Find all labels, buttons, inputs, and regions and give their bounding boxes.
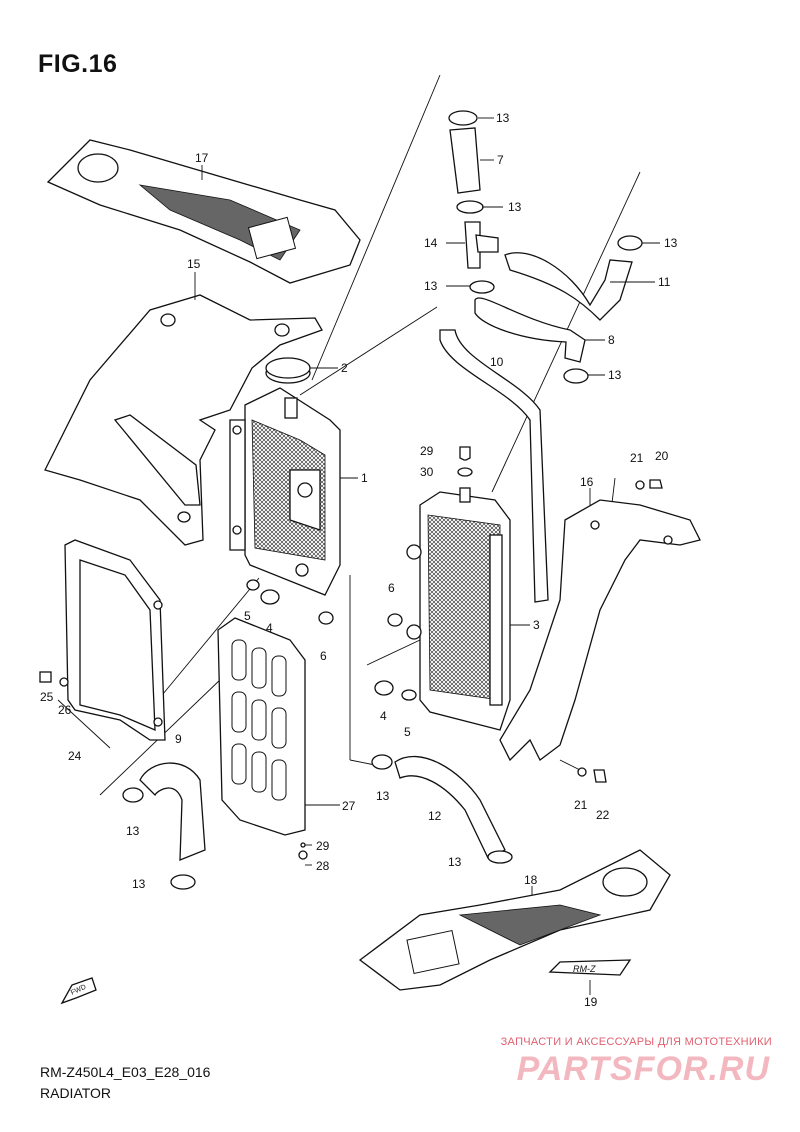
radiator-right — [406, 487, 511, 731]
callout-13: 13 — [126, 824, 140, 838]
hose-lower-right — [371, 754, 513, 864]
callout-2: 2 — [341, 361, 348, 375]
callout-11: 7 — [497, 153, 504, 167]
callout-23: 24 — [68, 749, 82, 763]
callout-29: 29 — [420, 444, 434, 458]
watermark-logo: PARTSFOR.RU — [516, 1050, 770, 1088]
callout-3: 3 — [533, 618, 540, 632]
radiator-guard — [217, 617, 308, 860]
callout-15: 15 — [187, 257, 201, 271]
fwd-arrow-icon: FWD — [60, 977, 97, 1005]
callout-30: 30 — [420, 465, 434, 479]
figure-title: FIG.16 — [38, 50, 118, 78]
callout-22: 22 — [596, 808, 610, 822]
inner-shroud-panel — [64, 539, 166, 741]
emblem-text: RM-Z — [573, 964, 596, 974]
callout-21: 21 — [574, 798, 588, 812]
upper-hoses — [439, 110, 643, 603]
bolt-washer — [457, 446, 473, 477]
callout-labels: 13 7 13 14 13 13 11 8 13 10 17 15 2 1 29… — [40, 111, 678, 1009]
clip-nut — [39, 671, 69, 687]
callout-17: 17 — [195, 151, 209, 165]
callout-9: 10 — [490, 355, 504, 369]
callout-4: 4 — [380, 709, 387, 723]
callout-25: 26 — [58, 703, 72, 717]
callout-27: 28 — [316, 859, 330, 873]
callout-26: 27 — [342, 799, 356, 813]
callout-14: 14 — [424, 236, 438, 250]
callout-12: 12 — [428, 809, 442, 823]
radiator-left — [229, 387, 341, 596]
callout-18: 18 — [524, 873, 538, 887]
watermark-tagline: ЗАПЧАСТИ И АКСЕССУАРЫ ДЛЯ МОТОТЕХНИКИ — [500, 1036, 772, 1048]
hardware-left — [246, 579, 334, 625]
callout-13: 13 — [608, 368, 622, 382]
section-name: RADIATOR — [40, 1085, 112, 1101]
callout-19: 19 — [584, 995, 598, 1009]
callout-5: 5 — [244, 609, 251, 623]
hose-lower-left — [122, 762, 206, 890]
radiator-shroud-right — [499, 499, 701, 762]
model-code: RM-Z450L4_E03_E28_016 — [40, 1064, 211, 1080]
callout-28: 29 — [316, 839, 330, 853]
callout-leaders — [194, 117, 660, 995]
callout-5: 5 — [404, 725, 411, 739]
callout-6: 6 — [388, 581, 395, 595]
callout-1: 1 — [361, 471, 368, 485]
callout-13: 13 — [424, 279, 438, 293]
callout-6: 6 — [320, 649, 327, 663]
hardware-shroud-right — [577, 479, 663, 783]
callout-8: 9 — [175, 732, 182, 746]
hardware-right — [374, 613, 417, 701]
callout-13: 13 — [376, 789, 390, 803]
callout-13: 13 — [132, 877, 146, 891]
radiator-cap — [265, 357, 311, 384]
callout-10: 11 — [658, 275, 671, 289]
callout-24: 25 — [40, 690, 54, 704]
callout-13: 13 — [664, 236, 678, 250]
callout-21: 21 — [630, 451, 644, 465]
callout-7: 8 — [608, 333, 615, 347]
callout-4: 4 — [266, 621, 273, 635]
callout-13: 13 — [508, 200, 522, 214]
callout-20: 20 — [655, 449, 669, 463]
callout-16: 16 — [580, 475, 594, 489]
rmz-emblem: RM-Z — [548, 959, 632, 976]
shroud-decal-right — [358, 849, 671, 991]
callout-13: 13 — [496, 111, 510, 125]
shroud-decal-left — [46, 139, 361, 284]
radiator-shroud-left — [44, 294, 323, 546]
callout-13: 13 — [448, 855, 462, 869]
